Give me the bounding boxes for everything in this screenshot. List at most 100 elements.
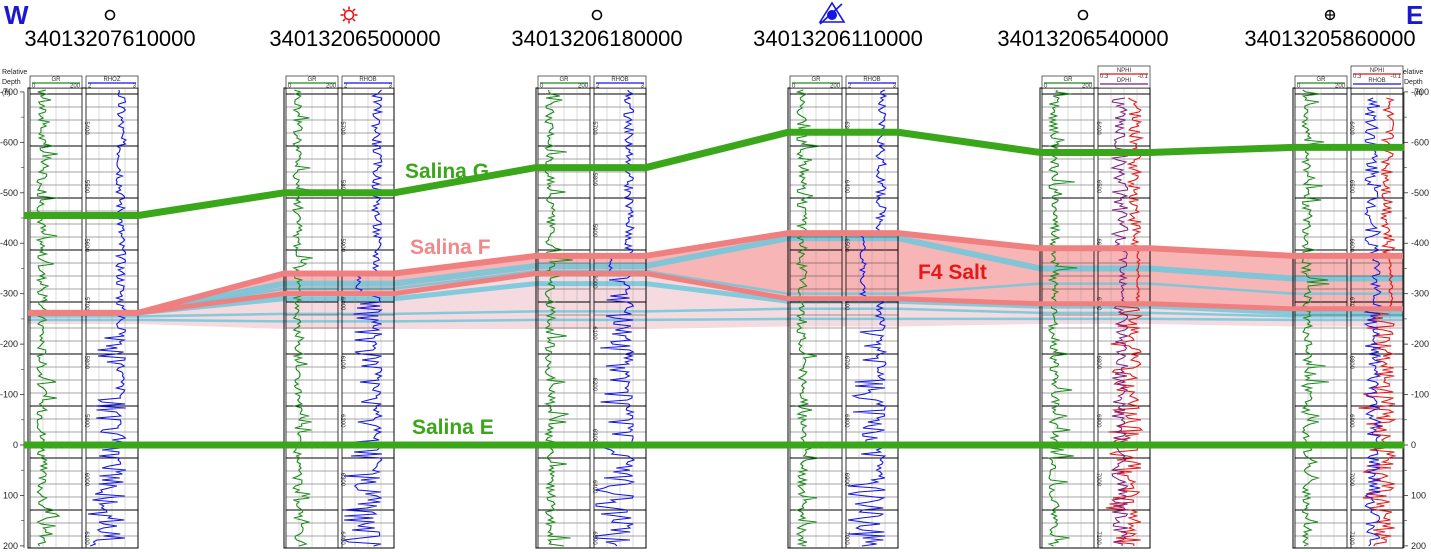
third-track-label: DPHI [1117, 78, 1132, 84]
salina-g-top-line [24, 128, 1407, 219]
nphi-curve [1105, 97, 1145, 546]
axis-unit-right: (ft) [1414, 90, 1423, 97]
well-header: 34013205860000 [1244, 9, 1416, 51]
axis-title-depth: Depth [2, 79, 21, 86]
open-circle-icon [104, 9, 116, 21]
well-header: 34013206110000 [753, 1, 923, 51]
depth-label: 6200 [591, 378, 597, 392]
depth-label: 5700 [83, 297, 89, 311]
depth-label: 6900 [1095, 414, 1101, 428]
well-api-label: 34013207610000 [24, 26, 195, 51]
nphi-track-label: NPHI [1117, 68, 1132, 74]
depth-label: 6400 [1348, 121, 1354, 135]
gr-scale-min: 0 [1044, 84, 1048, 90]
axis-tick-label: -700 [1411, 87, 1429, 97]
depth-label: 6300 [843, 121, 849, 135]
east-label: E [1406, 0, 1423, 30]
salina-e-label: Salina E [412, 416, 494, 439]
density-curve [341, 89, 384, 547]
density-scale-min: 2 [848, 84, 852, 90]
density-scale-max: 3 [389, 84, 393, 90]
axis-tick-label: -100 [0, 390, 18, 400]
gr-scale-max: 200 [326, 84, 337, 90]
open-circle-icon [591, 9, 603, 21]
depth-label: 5700 [339, 121, 345, 135]
gr-scale-min: 0 [792, 84, 796, 90]
depth-label: 6500 [1348, 180, 1354, 194]
density-scale-max: 3 [641, 84, 645, 90]
density-curve [87, 89, 127, 547]
blue-stringer-line [28, 281, 1403, 316]
gr-scale-max: 200 [70, 84, 81, 90]
gr-track-label: GR [308, 77, 318, 83]
gr-track-label: GR [560, 77, 570, 83]
depth-label: 5800 [83, 356, 89, 370]
gr-scale-max: 200 [1335, 84, 1346, 90]
gr-scale-max: 200 [1082, 84, 1093, 90]
density-track-label: RHOB [863, 77, 880, 83]
axis-tick-label: 100 [1411, 490, 1426, 500]
gr-track-label: GR [52, 77, 62, 83]
depth-label: 7000 [843, 531, 849, 545]
nphi-scale-max: -0.1 [1391, 74, 1402, 80]
well-api-label: 34013206540000 [997, 26, 1168, 51]
axis-tick-label: -200 [0, 339, 18, 349]
depth-label: 6100 [591, 326, 597, 340]
depth-label: 6500 [843, 238, 849, 252]
oil-gas-dry-icon [818, 1, 846, 25]
depth-label: 5800 [339, 180, 345, 194]
well-header: 34013206500000 [269, 6, 441, 51]
depth-label: 6300 [339, 473, 345, 487]
gr-scale-min: 0 [288, 84, 292, 90]
salina-f-top-line [28, 230, 1403, 316]
depth-label: 6700 [1348, 297, 1354, 311]
depth-label: 6100 [339, 356, 345, 370]
nphi-track-label: NPHI [1370, 68, 1385, 74]
axis-tick-label: -700 [0, 87, 18, 97]
well-header: 34013206180000 [511, 9, 683, 51]
axis-tick-label: 0 [13, 440, 18, 450]
third-track-label: RHOB [1368, 78, 1385, 84]
gr-track-label: GR [1317, 77, 1327, 83]
depth-label: 7000 [1095, 473, 1101, 487]
f4-salt-base-line [28, 271, 1403, 316]
west-label: W [4, 0, 29, 30]
depth-label: 6400 [339, 531, 345, 545]
well-header: 34013206540000 [997, 9, 1169, 51]
density-scale-min: 2 [596, 84, 600, 90]
depth-label: 7000 [1348, 473, 1354, 487]
gr-scale-max: 200 [578, 84, 589, 90]
depth-label: 5900 [339, 238, 345, 252]
nphi-curve [1358, 97, 1397, 547]
depth-label: 6400 [1095, 121, 1101, 135]
gas-well-sun-icon [340, 6, 358, 24]
depth-label: 6000 [83, 473, 89, 487]
well-api-label: 34013205860000 [1244, 26, 1415, 51]
density-curve [847, 89, 888, 547]
axis-tick-label: -300 [0, 289, 18, 299]
axis-title-relative-right: Relative [1398, 69, 1423, 76]
gr-track-label: GR [1064, 77, 1074, 83]
depth-label: 6000 [591, 275, 597, 289]
gr-curve [1047, 89, 1078, 547]
axis-tick-label: -400 [1411, 238, 1429, 248]
well-header: 34013207610000 [24, 9, 196, 51]
depth-label: 6300 [591, 429, 597, 443]
depth-label: 5900 [83, 414, 89, 428]
blue-stringer-line [28, 235, 1403, 316]
depth-label: 7100 [1348, 531, 1354, 545]
depth-label: 6900 [1348, 414, 1354, 428]
depth-label: 6200 [339, 414, 345, 428]
depth-label: 6700 [843, 356, 849, 370]
depth-axis-right: Relative Depth (ft) -700-600-500-400-300… [1398, 69, 1429, 551]
depth-label: 6400 [591, 480, 597, 494]
gr-curve [291, 89, 313, 547]
f4-salt-label: F4 Salt [918, 261, 987, 284]
formation-top-lines [24, 128, 1407, 449]
